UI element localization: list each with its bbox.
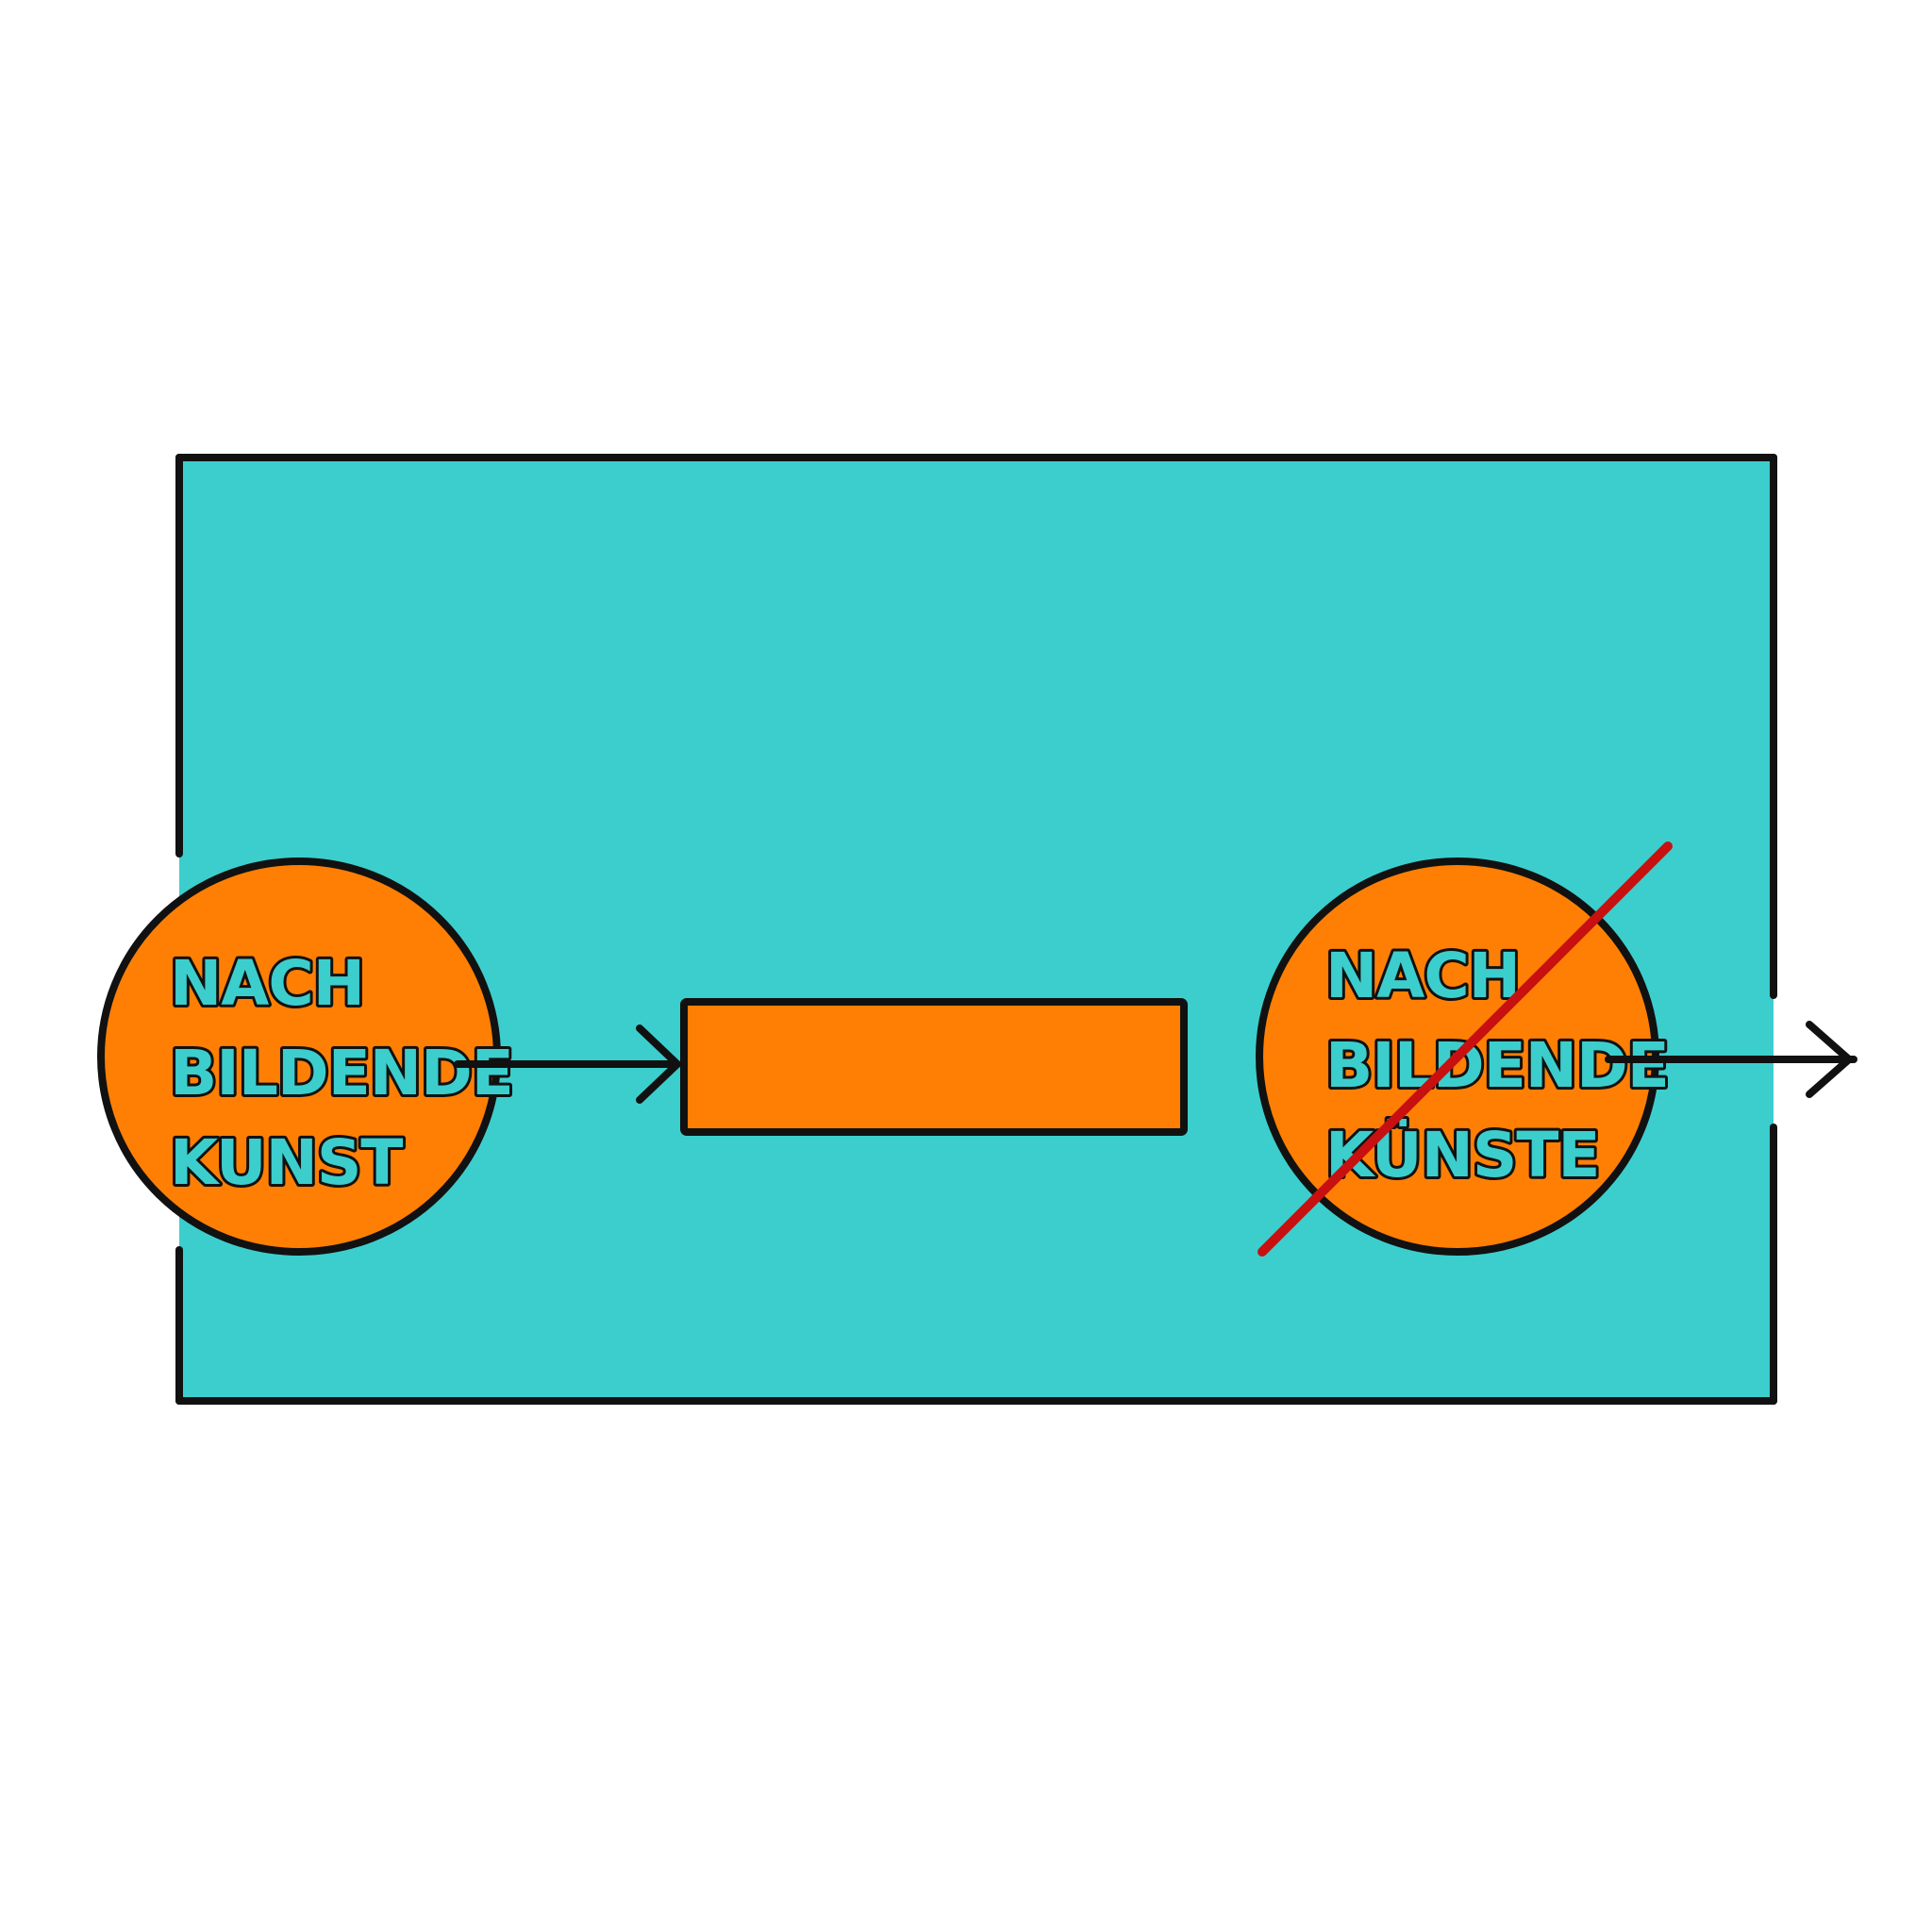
strike-through-line <box>1257 841 1673 1257</box>
arrow-left-to-box <box>454 1024 681 1104</box>
right-circle-text: NACH BILDENDE KÜNSTE <box>1325 940 1690 1191</box>
arrow-right-to-outside <box>1605 1021 1857 1098</box>
frame-border <box>175 454 1777 1405</box>
right-circle-line-3: KÜNSTE <box>1325 1119 1599 1191</box>
right-circle-line-2: BILDENDE <box>1325 1029 1669 1102</box>
left-circle-text: NACH BILDENDE KUNST <box>170 947 534 1199</box>
right-circle-node: NACH BILDENDE KÜNSTE <box>1256 841 1690 1257</box>
arrow-left-head <box>636 1024 681 1104</box>
left-circle-line-3: KUNST <box>170 1126 403 1199</box>
right-circle-line-1: NACH <box>1325 940 1520 1012</box>
arrow-right-head <box>1806 1021 1853 1098</box>
left-circle <box>97 858 501 1256</box>
center-box <box>680 998 1188 1136</box>
left-circle-node: NACH BILDENDE KUNST <box>97 858 534 1256</box>
left-circle-line-2: BILDENDE <box>170 1037 513 1109</box>
left-circle-line-1: NACH <box>170 947 364 1020</box>
